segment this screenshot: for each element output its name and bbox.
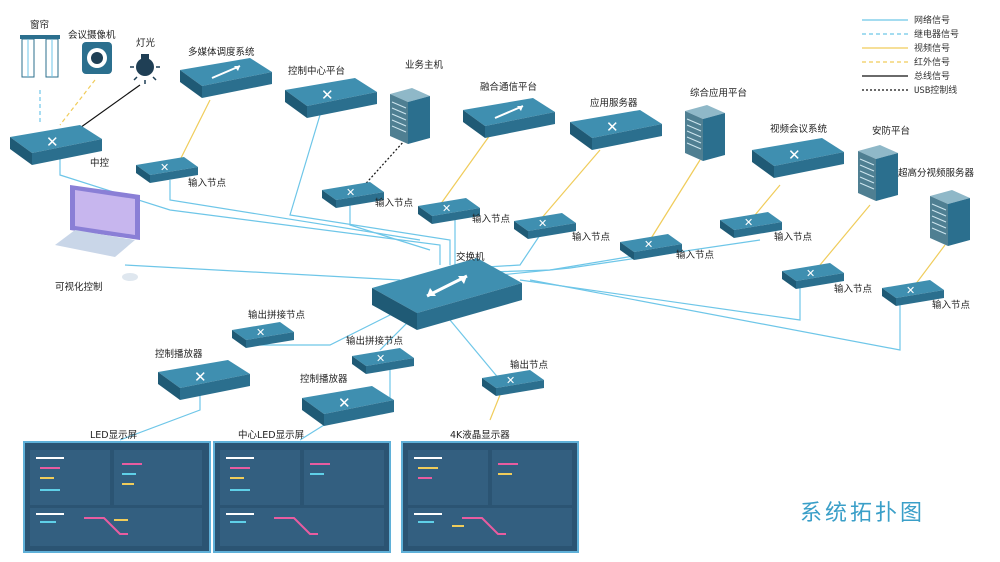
app-server-device — [570, 110, 662, 150]
uhd-server — [929, 189, 971, 247]
control-player-1 — [158, 360, 250, 400]
camera-icon — [82, 42, 112, 74]
label-output-splice-1: 输出拼接节点 — [248, 309, 306, 321]
label-central-control: 中控 — [90, 157, 110, 169]
input-node-6 — [720, 212, 782, 238]
output-node — [482, 370, 544, 396]
legend-usb: USB控制线 — [914, 84, 957, 96]
led-screen — [23, 441, 211, 553]
label-input-node-7: 输入节点 — [834, 283, 873, 295]
input-node-3 — [418, 198, 480, 224]
security-server — [857, 144, 899, 202]
label-center-led: 中心LED显示屏 — [238, 429, 304, 441]
center-led-screen — [213, 441, 391, 553]
input-node-4 — [514, 213, 576, 239]
legend-relay: 继电器信号 — [914, 28, 959, 40]
label-security: 安防平台 — [872, 125, 910, 137]
label-control-center: 控制中心平台 — [288, 65, 345, 77]
label-input-node-5: 输入节点 — [676, 249, 715, 261]
label-uhd-server: 超高分视频服务器 — [898, 167, 975, 179]
label-video-conf: 视频会议系统 — [770, 123, 828, 135]
label-camera: 会议摄像机 — [68, 29, 116, 41]
label-output-node: 输出节点 — [510, 359, 549, 371]
legend-bus: 总线信号 — [914, 70, 950, 82]
label-input-node-1: 输入节点 — [188, 177, 227, 189]
integrated-app-server — [684, 104, 726, 162]
label-input-node-8: 输入节点 — [932, 299, 971, 311]
label-switch: 交换机 — [456, 251, 485, 263]
label-output-splice-2: 输出拼接节点 — [346, 335, 404, 347]
input-node-5 — [620, 234, 682, 260]
output-splice-node-2 — [352, 348, 414, 374]
label-input-node-3: 输入节点 — [472, 213, 511, 225]
legend: 网络信号 继电器信号 视频信号 红外信号 总线信号 USB控制线 — [862, 14, 959, 96]
control-player-2 — [302, 386, 394, 426]
usb-lines — [359, 139, 406, 191]
central-control-device — [10, 125, 102, 165]
label-fusion-comm: 融合通信平台 — [480, 81, 537, 93]
video-conf-device — [752, 138, 844, 178]
label-integrated-app: 综合应用平台 — [690, 87, 747, 99]
business-host-server — [389, 87, 431, 145]
label-business-host: 业务主机 — [405, 59, 444, 71]
label-input-node-4: 输入节点 — [572, 231, 611, 243]
main-switch — [372, 258, 522, 330]
multimedia-device — [179, 57, 273, 99]
label-lcd-4k: 4K液晶显示器 — [450, 429, 510, 441]
legend-ir: 红外信号 — [914, 56, 950, 68]
laptop-icon — [55, 185, 140, 281]
label-multimedia: 多媒体调度系统 — [188, 46, 255, 58]
control-center-device — [285, 78, 377, 118]
label-visual-control: 可视化控制 — [55, 281, 103, 293]
lcd-4k-screen — [401, 441, 579, 553]
label-led-screen: LED显示屏 — [90, 430, 137, 441]
label-control-player-2: 控制播放器 — [300, 373, 348, 385]
label-input-node-2: 输入节点 — [375, 197, 414, 209]
label-input-node-6: 输入节点 — [774, 231, 813, 243]
label-app-server: 应用服务器 — [590, 97, 638, 109]
fusion-comm-device — [462, 97, 556, 139]
curtain-icon — [20, 35, 60, 78]
legend-network: 网络信号 — [914, 14, 950, 26]
video-lines — [179, 99, 946, 421]
light-icon — [130, 54, 160, 84]
diagram-title: 系统拓扑图 — [800, 501, 925, 526]
label-light: 灯光 — [136, 37, 156, 49]
label-curtain: 窗帘 — [30, 19, 49, 31]
label-control-player-1: 控制播放器 — [155, 348, 203, 360]
output-splice-node-1 — [232, 322, 294, 348]
legend-video: 视频信号 — [914, 42, 950, 54]
ir-lines — [59, 79, 96, 126]
